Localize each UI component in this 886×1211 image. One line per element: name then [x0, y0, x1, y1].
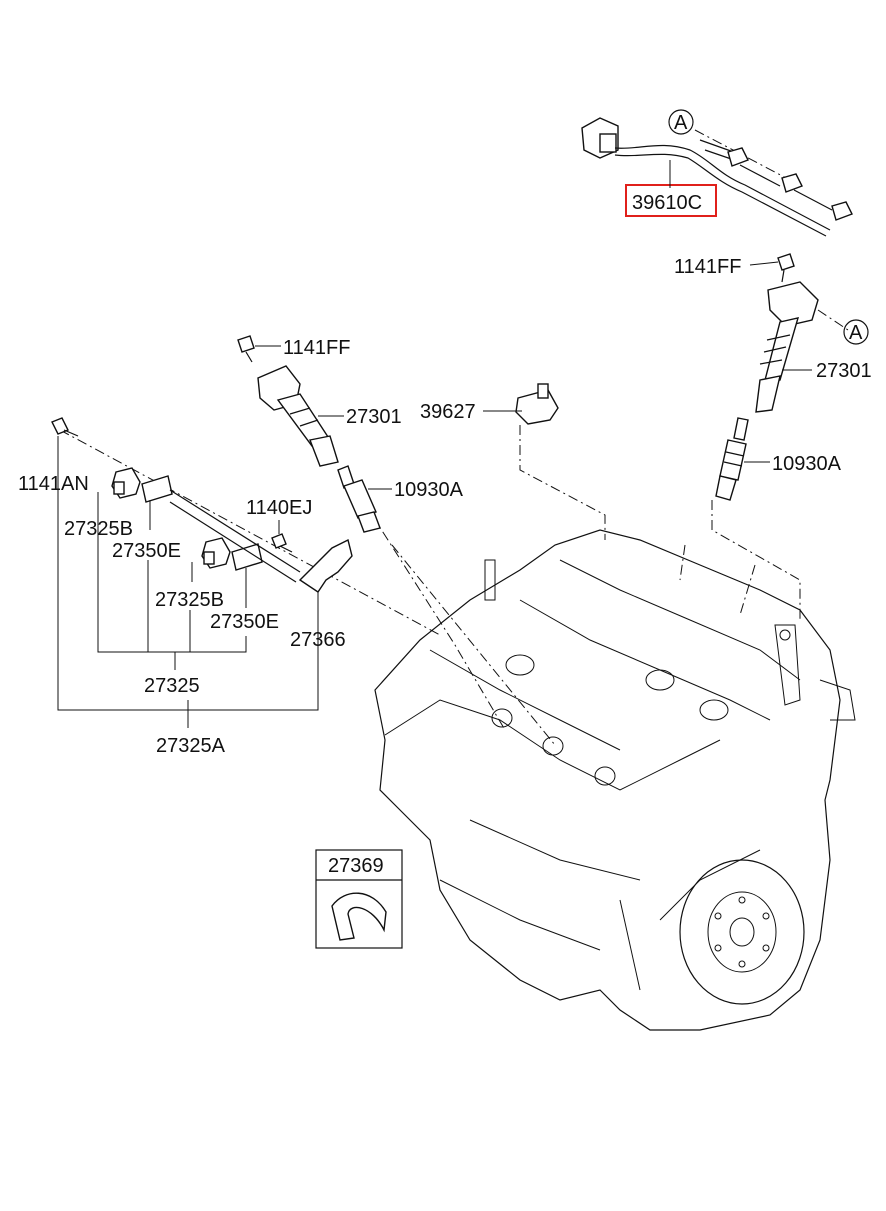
highlight-box	[625, 184, 717, 217]
bracket-27350e-1	[141, 475, 173, 503]
ref-a-top	[668, 109, 694, 135]
label-27350e-2[interactable]: 27350E	[210, 611, 279, 633]
sensor-27325b-1	[111, 467, 141, 499]
coil-left	[257, 365, 339, 467]
label-27369[interactable]: 27369	[328, 855, 384, 877]
label-27325a[interactable]: 27325A	[156, 735, 226, 757]
label-1140ej[interactable]: 1140EJ	[246, 497, 312, 519]
engine-block	[374, 529, 856, 1031]
label-39610c[interactable]: 39610C	[632, 192, 702, 214]
label-27325b-1[interactable]: 27325B	[64, 518, 133, 540]
bracket-27366	[169, 489, 353, 593]
label-1141ff-left[interactable]: 1141FF	[283, 337, 350, 359]
bolt-1141an	[51, 417, 79, 437]
label-10930a-right[interactable]: 10930A	[772, 453, 842, 475]
label-1141ff-right[interactable]: 1141FF	[674, 256, 741, 278]
leader-lines	[57, 160, 812, 728]
label-10930a-left[interactable]: 10930A	[394, 479, 464, 501]
label-27301-left[interactable]: 27301	[346, 406, 402, 428]
label-27366[interactable]: 27366	[290, 629, 346, 651]
label-27301-right[interactable]: 27301	[816, 360, 872, 382]
wire-harness-39610c	[581, 117, 853, 237]
label-1141an[interactable]: 1141AN	[18, 473, 89, 495]
ref-a-top-label: A	[674, 112, 688, 134]
bolt-left-1141ff	[237, 335, 255, 363]
bolt-1140ej	[271, 533, 293, 553]
ref-a-right	[843, 319, 869, 345]
plug-right	[715, 417, 749, 501]
reference-lines	[59, 129, 849, 746]
ref-a-right-label: A	[849, 322, 863, 344]
label-27325b-2[interactable]: 27325B	[155, 589, 224, 611]
bracket-39627	[515, 383, 559, 425]
coil-right	[755, 253, 819, 413]
label-27350e-1[interactable]: 27350E	[112, 540, 181, 562]
sensor-27325b-2	[201, 537, 231, 569]
label-27325[interactable]: 27325	[144, 675, 200, 697]
label-39627[interactable]: 39627	[420, 401, 476, 423]
plug-left	[337, 465, 381, 533]
bracket-27350e-2	[231, 543, 263, 571]
inset-27369	[315, 849, 403, 949]
